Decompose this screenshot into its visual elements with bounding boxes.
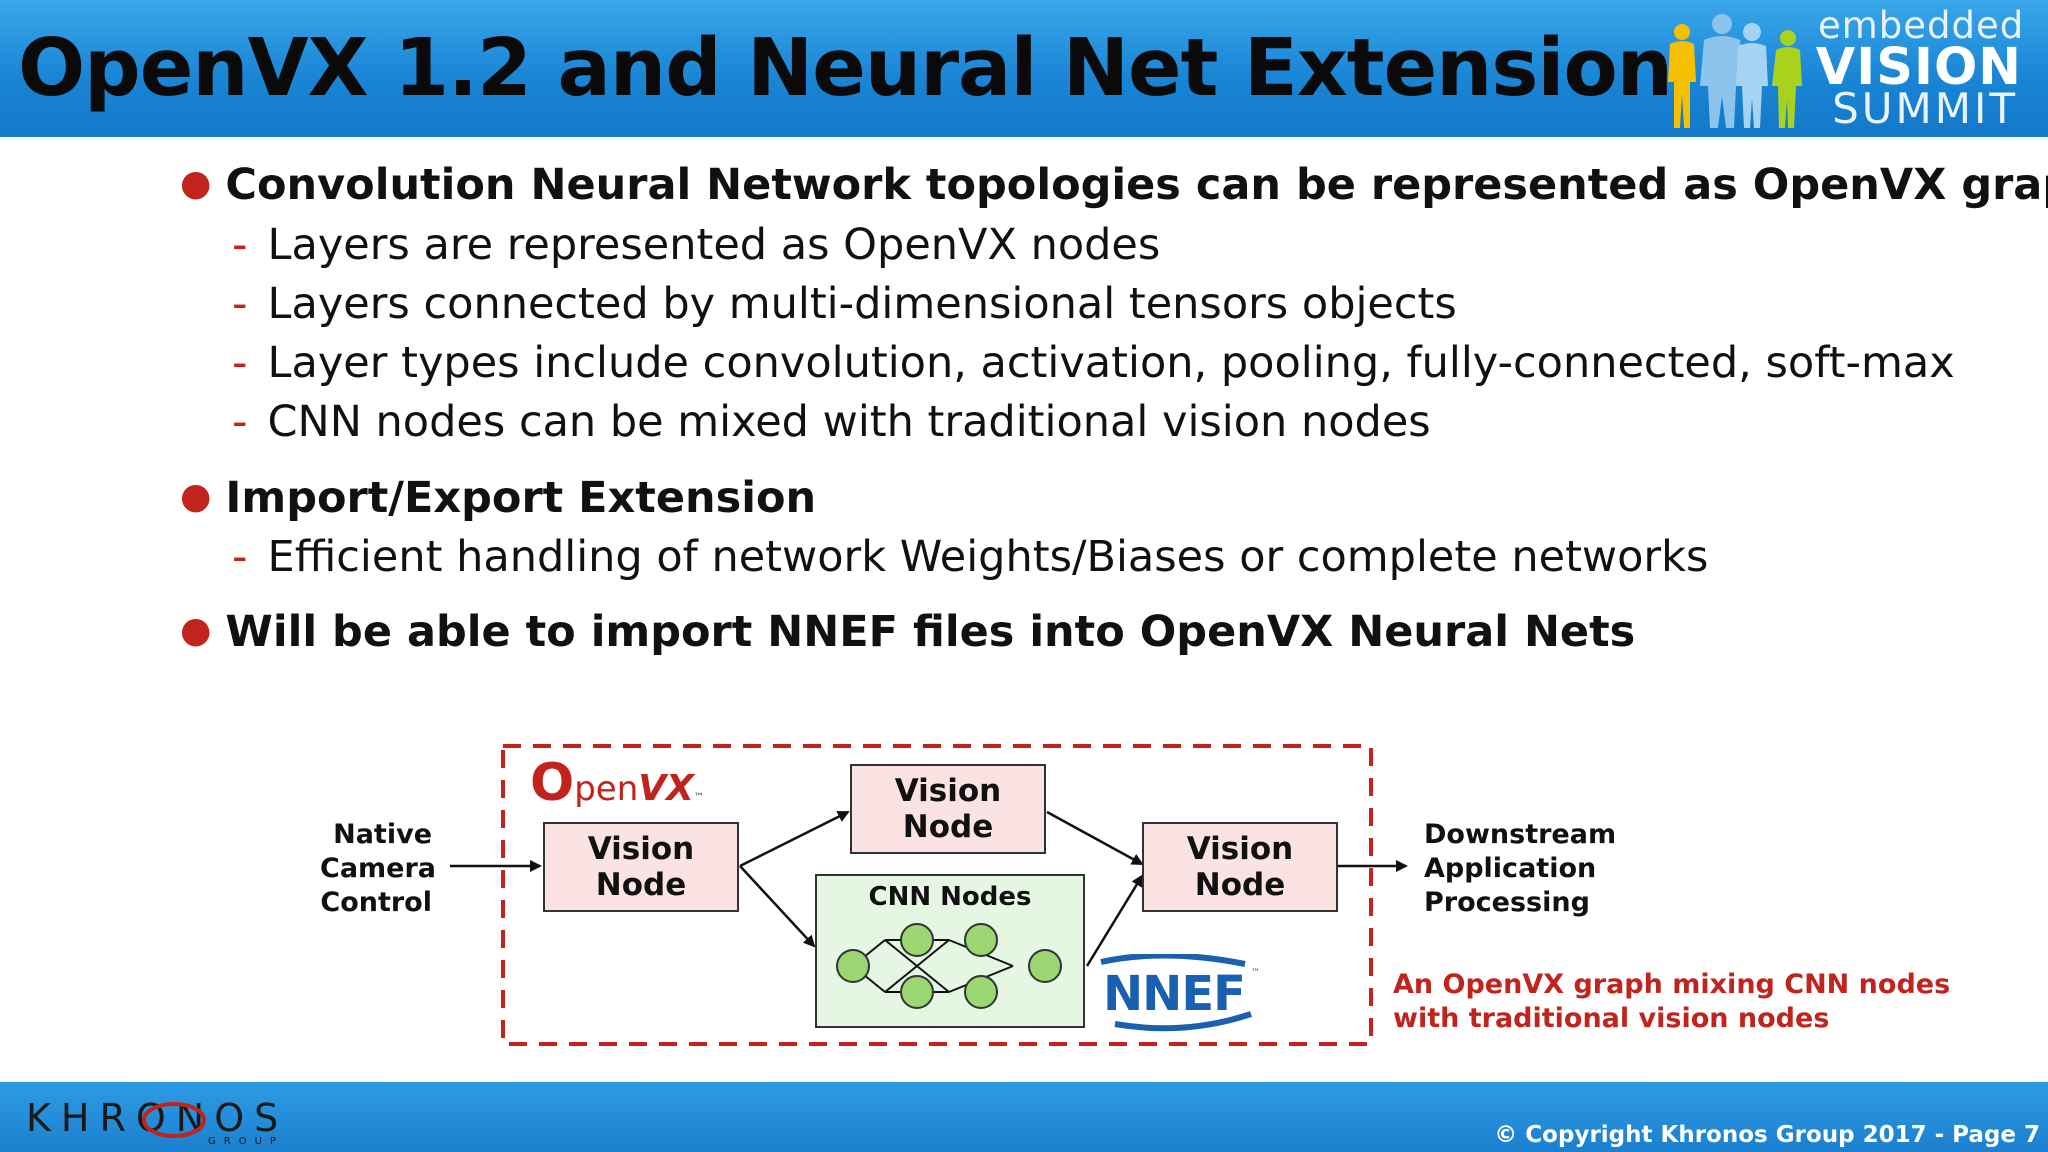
sub-bullet-text: Layers are represented as OpenVX nodes [267,220,1161,270]
slide-title: OpenVX 1.2 and Neural Net Extension [18,22,1673,114]
input-label: Native Camera Control [320,819,437,918]
cnn-node-circle [836,949,870,983]
diagram-caption: An OpenVX graph mixing CNN nodes with tr… [1393,969,1951,1034]
logo-line-embedded: embedded [1818,4,2025,47]
title-bar: OpenVX 1.2 and Neural Net Extension embe… [0,0,2048,137]
cnn-node-circle [900,975,934,1009]
sub-bullet-item: -Efficient handling of network Weights/B… [232,532,1708,582]
bullet-text: Convolution Neural Network topologies ca… [225,160,2048,210]
sub-bullet-item: -Layers are represented as OpenVX nodes [232,220,1160,270]
dash-icon: - [232,279,248,329]
nnef-logo: NNEF ™ [1095,954,1265,1032]
arrow-cnn-to-right [1085,874,1144,967]
sub-bullet-item: -CNN nodes can be mixed with traditional… [232,397,1431,447]
sub-bullet-item: -Layers connected by multi-dimensional t… [232,279,1457,329]
people-silhouettes-icon [1668,14,1802,128]
dash-icon: - [232,397,248,447]
logo-line-vision: VISION [1815,38,2022,97]
bullet-dot-icon: ● [180,610,212,651]
openvx-logo: OpenVX™ [530,753,704,813]
khronos-swoosh-icon [142,1102,206,1138]
arrow-to-cnn [739,865,816,948]
dash-icon: - [232,220,248,270]
openvx-graph-boundary [501,744,1373,1046]
sub-bullet-item: -Layer types include convolution, activa… [232,338,1955,388]
dash-icon: - [232,532,248,582]
arrow-top-to-right [1046,810,1144,866]
cnn-node-circle [900,923,934,957]
logo-line-summit: SUMMIT [1832,84,2018,133]
copyright-text: © Copyright Khronos Group 2017 - Page 7 [1494,1122,2040,1148]
cnn-node-circle [964,975,998,1009]
cnn-nodes-label: CNN Nodes [868,882,1032,912]
bullet-text: Will be able to import NNEF files into O… [225,607,1636,657]
cnn-node-circle [1028,949,1062,983]
bullet-item: ● Import/Export Extension [180,473,816,523]
embedded-vision-summit-logo: embedded VISION SUMMIT [1660,4,2025,133]
cnn-node-circle [964,923,998,957]
bullet-item: ● Convolution Neural Network topologies c… [180,160,2048,210]
sub-bullet-text: Efficient handling of network Weights/Bi… [267,532,1709,582]
cnn-nodes-box: CNN Nodes [815,874,1085,1028]
sub-bullet-text: CNN nodes can be mixed with traditional … [267,397,1431,447]
dash-icon: - [232,338,248,388]
cnn-network-graphic [836,923,1062,1009]
bullet-item: ● Will be able to import NNEF files into … [180,607,1635,657]
bullet-text: Import/Export Extension [225,473,817,523]
bullet-dot-icon: ● [180,163,212,204]
khronos-group-label: GROUP [208,1136,284,1147]
output-label: Downstream Application Processing [1424,819,1617,918]
arrow-to-top-node [739,810,850,868]
khronos-logo: KHRONOS GROUP [26,1096,316,1148]
bullet-dot-icon: ● [180,476,212,517]
sub-bullet-text: Layers connected by multi-dimensional te… [267,279,1457,329]
footer-bar: KHRONOS GROUP © Copyright Khronos Group … [0,1082,2048,1152]
sub-bullet-text: Layer types include convolution, activat… [267,338,1955,388]
